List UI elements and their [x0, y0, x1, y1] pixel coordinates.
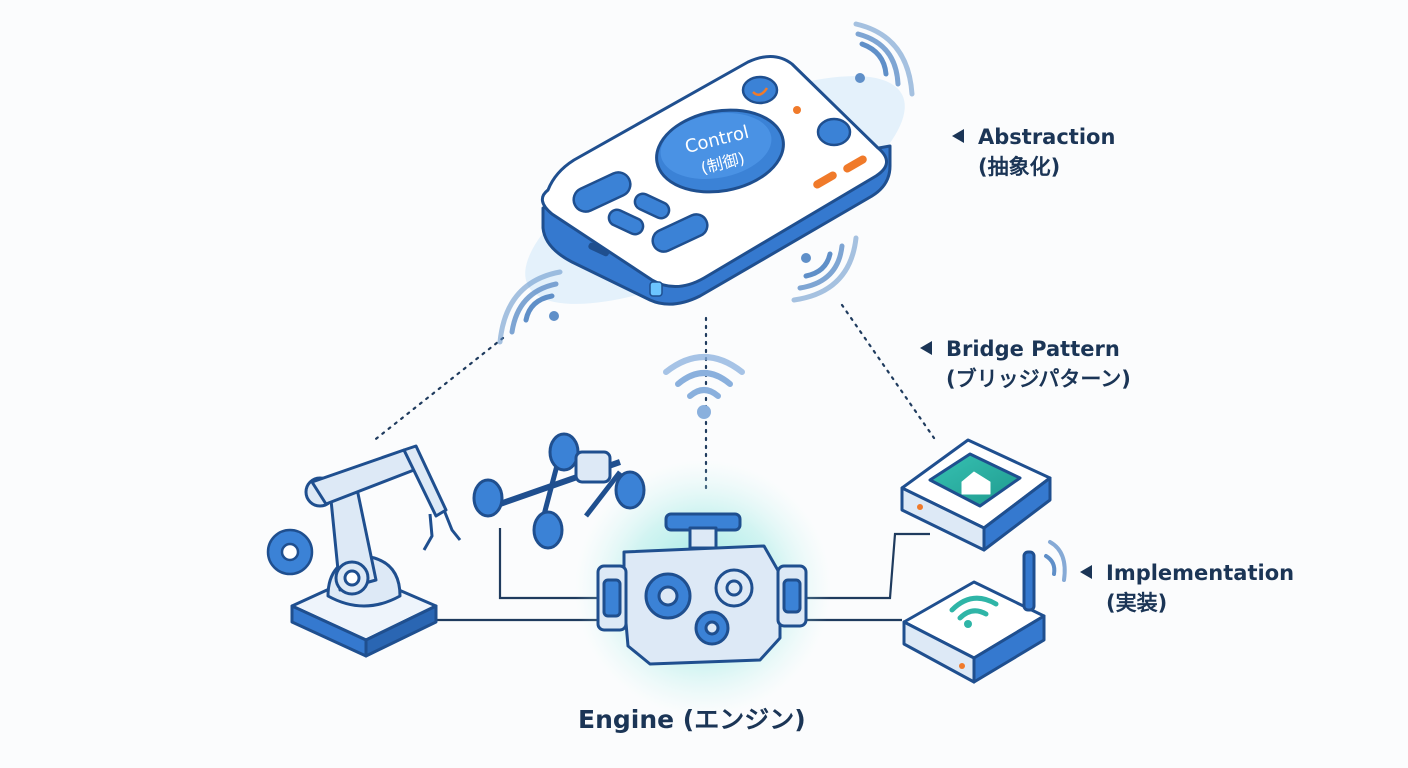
implementation-label: Implementation (実装) [1080, 558, 1294, 618]
wifi-signal-icon [853, 21, 915, 97]
left-arrow-icon [920, 341, 932, 355]
robot-arm-icon [290, 444, 462, 658]
engine-icon [596, 512, 808, 666]
left-arrow-icon [1080, 565, 1092, 579]
engine-caption: Engine (エンジン) [578, 705, 806, 734]
wifi-signal-icon [791, 235, 859, 303]
left-arrow-icon [952, 129, 964, 143]
wifi-signal-icon [663, 354, 745, 419]
car-chassis-icon [472, 432, 646, 550]
bridge-pattern-label: Bridge Pattern (ブリッジパターン) [920, 334, 1131, 394]
abstraction-label: Abstraction (抽象化) [952, 122, 1115, 182]
wifi-router-icon [902, 540, 1067, 684]
gear-icon [266, 528, 314, 576]
wifi-signal-icon [497, 269, 563, 345]
gear-icon [694, 610, 730, 646]
gear-icon [714, 568, 754, 608]
remote-control-icon [525, 55, 905, 306]
solid-connectors [436, 528, 930, 622]
smart-home-hub-icon [900, 438, 1052, 552]
dotted-connectors [370, 303, 936, 492]
gear-icon [644, 572, 692, 620]
